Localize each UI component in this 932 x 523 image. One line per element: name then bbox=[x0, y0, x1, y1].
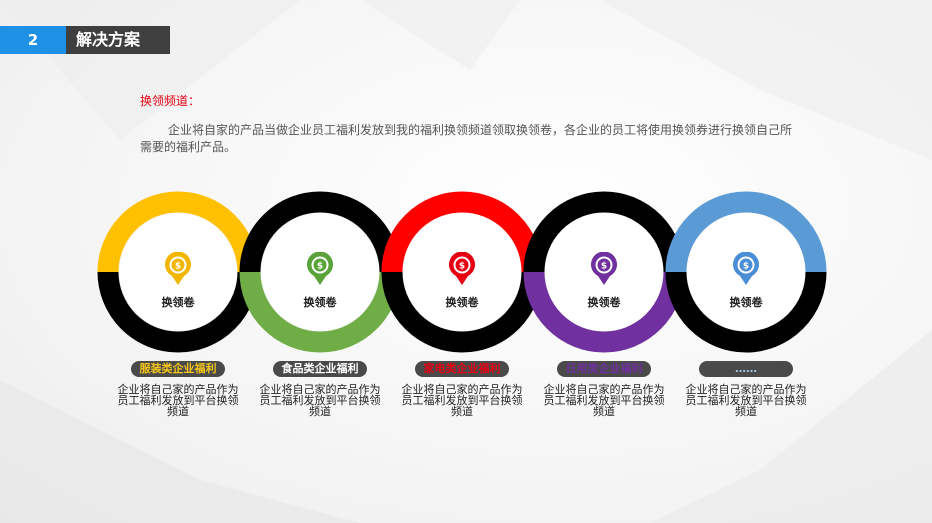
section-header: 2 解决方案 bbox=[0, 26, 170, 54]
ring-5-label: 换领卷 bbox=[729, 296, 763, 309]
coupon-exchange-icon: $ bbox=[591, 252, 617, 285]
svg-text:$: $ bbox=[175, 262, 181, 272]
category-pill-5: …… bbox=[699, 361, 793, 377]
category-pill-2: 食品类企业福利 bbox=[273, 361, 367, 377]
ring-3-bottom-arc bbox=[381, 271, 543, 353]
ring-1-label: 换领卷 bbox=[161, 296, 195, 309]
svg-text:$: $ bbox=[459, 262, 465, 272]
ring-4-top-arc bbox=[523, 191, 685, 273]
section-number: 2 bbox=[0, 26, 66, 54]
ring-4-bottom-arc bbox=[523, 271, 685, 353]
category-pill-4: 日用类企业福利 bbox=[557, 361, 651, 377]
ring-5-bottom-arc bbox=[665, 271, 827, 353]
coupon-exchange-icon: $ bbox=[307, 252, 333, 285]
category-pill-3: 家电类企业福利 bbox=[415, 361, 509, 377]
svg-text:$: $ bbox=[743, 262, 749, 272]
coupon-exchange-icon: $ bbox=[733, 252, 759, 285]
ring-1-top-arc bbox=[97, 191, 259, 273]
category-description-1: 企业将自己家的产品作为员工福利发放到平台换领频道 bbox=[117, 383, 239, 418]
svg-text:$: $ bbox=[601, 262, 607, 272]
category-description-4: 企业将自己家的产品作为员工福利发放到平台换领频道 bbox=[543, 383, 665, 418]
section-title: 解决方案 bbox=[66, 26, 170, 54]
ring-3-label: 换领卷 bbox=[445, 296, 479, 309]
ring-2-label: 换领卷 bbox=[303, 296, 337, 309]
category-pill-1: 服装类企业福利 bbox=[131, 361, 225, 377]
svg-text:$: $ bbox=[317, 262, 323, 272]
ring-5-top-arc bbox=[665, 191, 827, 273]
ring-3-top-arc bbox=[381, 191, 543, 273]
coupon-exchange-icon: $ bbox=[165, 252, 191, 285]
ring-2-bottom-arc bbox=[239, 271, 401, 353]
intro-text: 企业将自家的产品当做企业员工福利发放到我的福利换领频道领取换领卷，各企业的员工将… bbox=[140, 123, 793, 154]
category-description-3: 企业将自己家的产品作为员工福利发放到平台换领频道 bbox=[401, 383, 523, 418]
coupon-exchange-icon: $ bbox=[449, 252, 475, 285]
intro-label: 换领频道： bbox=[140, 94, 201, 108]
ring-4-label: 换领卷 bbox=[587, 296, 621, 309]
category-description-2: 企业将自己家的产品作为员工福利发放到平台换领频道 bbox=[259, 383, 381, 418]
category-description-5: 企业将自己家的产品作为员工福利发放到平台换领频道 bbox=[685, 383, 807, 418]
ring-2-top-arc bbox=[239, 191, 401, 273]
ring-1-bottom-arc bbox=[97, 271, 259, 353]
